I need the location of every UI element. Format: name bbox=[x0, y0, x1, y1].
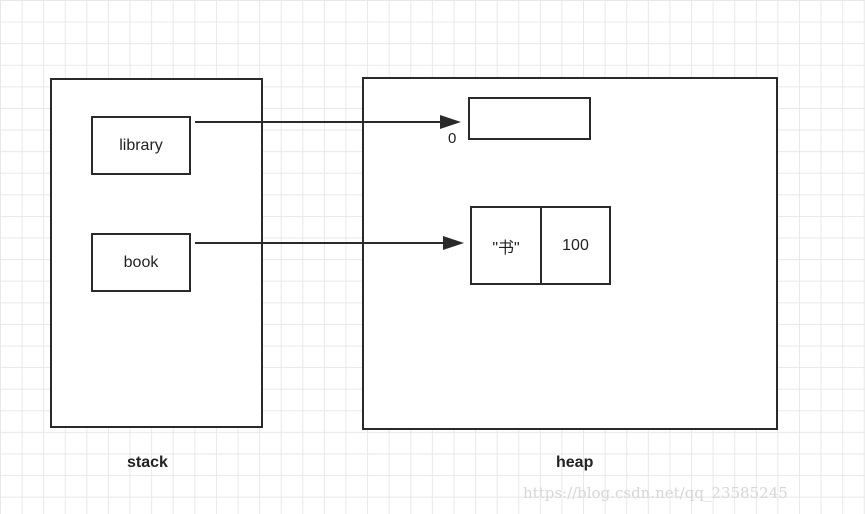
stack-variable-label: book bbox=[123, 253, 159, 271]
stack-variable-book: book bbox=[91, 233, 191, 292]
watermark: https://blog.csdn.net/qq_23585245 bbox=[523, 484, 788, 502]
stack-variable-label: library bbox=[119, 136, 163, 154]
field-value: "书" bbox=[492, 239, 520, 257]
heap-book-field-price: 100 bbox=[540, 206, 611, 285]
stack-variable-library: library bbox=[91, 116, 191, 175]
array-index-label: 0 bbox=[448, 130, 457, 147]
field-value: 100 bbox=[562, 236, 589, 254]
arrow-library-to-array bbox=[195, 115, 461, 129]
heap-caption: heap bbox=[556, 454, 594, 471]
arrow-book-to-object bbox=[195, 236, 464, 250]
stack-caption: stack bbox=[127, 454, 168, 471]
heap-array-object bbox=[468, 97, 591, 140]
